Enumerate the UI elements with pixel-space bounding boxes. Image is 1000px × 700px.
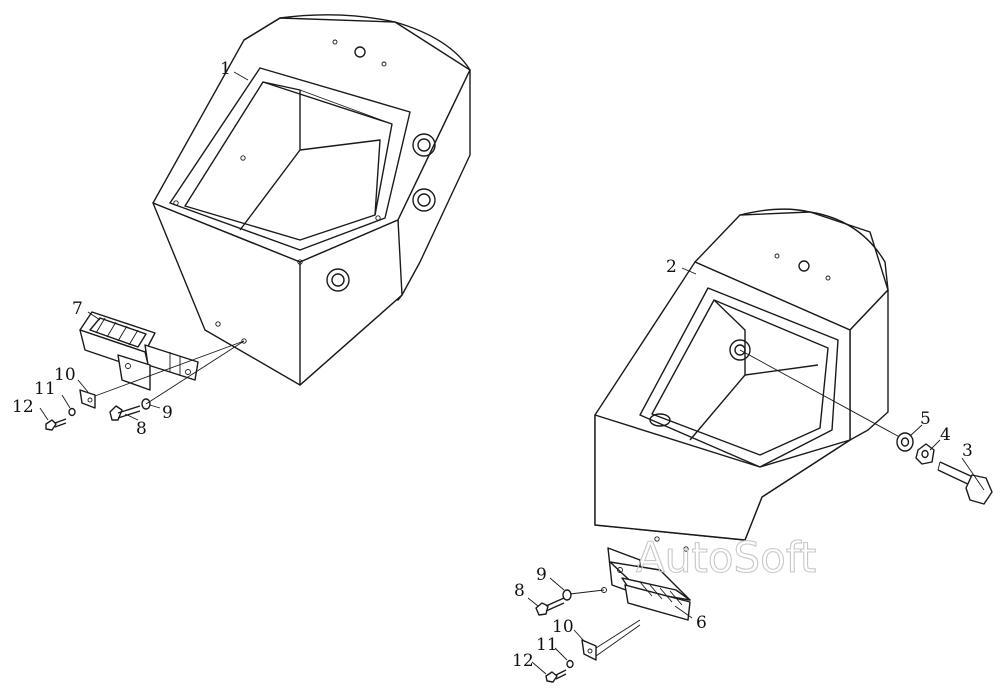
- callout-right-9: 9: [536, 565, 547, 585]
- callout-right-12: 12: [512, 651, 534, 671]
- callout-left-8: 8: [136, 419, 147, 439]
- callout-left-10: 10: [54, 365, 76, 385]
- callout-left-9: 9: [162, 403, 173, 423]
- callout-6: 6: [696, 613, 707, 633]
- callout-right-11: 11: [536, 635, 558, 655]
- bracket-part-7: [79, 311, 199, 391]
- bracket-part-6: [601, 547, 691, 621]
- leader-lines: [39, 71, 985, 675]
- callout-left-12: 12: [12, 397, 34, 417]
- callout-7: 7: [72, 299, 83, 319]
- callout-4: 4: [940, 425, 951, 445]
- callout-1: 1: [220, 59, 231, 79]
- callout-left-11: 11: [34, 379, 56, 399]
- right-lower-fasteners: [535, 589, 641, 683]
- watermark-text: AutoSoft: [636, 533, 816, 582]
- callout-right-10: 10: [552, 617, 574, 637]
- callout-3: 3: [962, 441, 973, 461]
- right-bolt-assembly: [739, 349, 993, 505]
- callout-2: 2: [666, 257, 677, 277]
- housing-part-1: [152, 14, 471, 386]
- callout-right-8: 8: [514, 581, 525, 601]
- callout-5: 5: [920, 409, 931, 429]
- left-fasteners: [45, 340, 245, 431]
- housing-part-2: [594, 208, 889, 552]
